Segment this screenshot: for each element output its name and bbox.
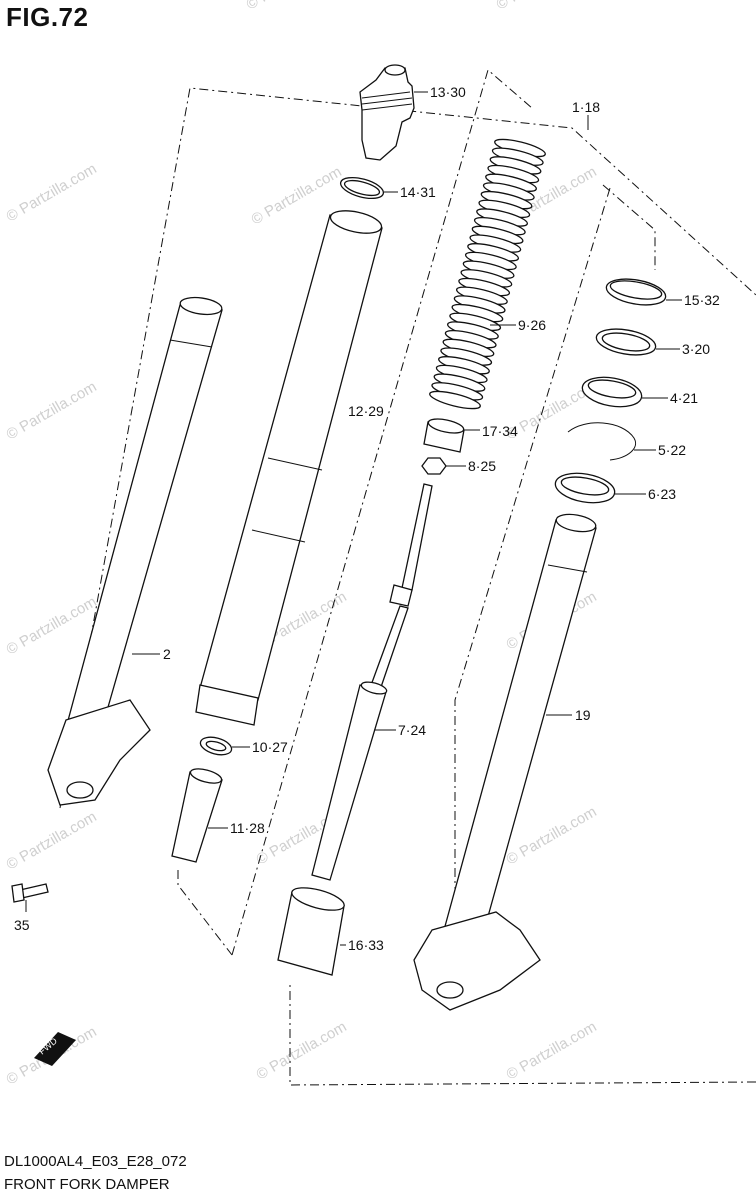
o-ring-part	[339, 176, 385, 200]
left-axle-hole	[66, 781, 94, 799]
bolt-shank	[19, 883, 49, 899]
damper-rod-collar	[389, 584, 413, 607]
washer-part	[199, 736, 233, 756]
inner-left-boundary	[231, 69, 533, 956]
callout-35: 35	[14, 917, 30, 933]
cap-bolt-thread-2	[361, 97, 413, 105]
right-inner-tube-top	[555, 513, 597, 533]
watermark-9: © Partzilla.com	[4, 808, 100, 873]
cap-bolt-thread-3	[361, 103, 413, 111]
right-seals	[554, 278, 667, 504]
seal-3-20-inner	[601, 332, 651, 352]
left-tube-band	[169, 339, 213, 348]
seal-6-23-inner	[560, 476, 610, 496]
spring-coil	[429, 390, 481, 410]
callout-5-22: 5·22	[658, 442, 686, 458]
left-fork-leg-part	[47, 296, 223, 806]
damper-rod-part	[311, 483, 433, 881]
diagram-code: DL1000AL4_E03_E28_072	[4, 1153, 187, 1170]
watermark-15: © Partzilla.com	[244, 0, 340, 13]
callout-10-27: 10·27	[252, 739, 288, 755]
damper-rod-shaft	[401, 483, 433, 591]
seal-4-21-inner	[587, 379, 637, 399]
piston-body	[171, 771, 223, 863]
spacer-part	[423, 418, 465, 453]
callout-6-23: 6·23	[648, 486, 676, 502]
callout-16-33: 16·33	[348, 937, 384, 953]
figure-title: FIG.72	[6, 2, 89, 32]
leader-lines	[25, 91, 682, 946]
callout-7-24: 7·24	[398, 722, 426, 738]
callout-2: 2	[163, 646, 171, 662]
left-axle-bracket	[47, 699, 151, 806]
bolt-head	[11, 883, 25, 903]
callout-13-30: 13·30	[430, 84, 466, 100]
right-axle-bracket	[413, 911, 541, 1011]
callout-1-18: 1·18	[572, 99, 600, 115]
inner-fork-boundary	[602, 184, 656, 270]
inner-lower-boundary	[177, 870, 233, 956]
outer-tube-top	[329, 210, 383, 234]
sleeve-part	[277, 887, 345, 976]
watermark-6: © Partzilla.com	[4, 593, 100, 658]
left-inner-tube	[65, 304, 223, 736]
damper-cylinder-top	[360, 681, 388, 695]
watermark-4: © Partzilla.com	[4, 378, 100, 443]
callout-12-29: 12·29	[348, 403, 384, 419]
callout-19: 19	[575, 707, 591, 723]
watermark-16: © Partzilla.com	[494, 0, 590, 13]
outer-tube-part	[195, 210, 383, 726]
callout-8-25: 8·25	[468, 458, 496, 474]
callout-4-21: 4·21	[670, 390, 698, 406]
piston-part	[171, 768, 223, 863]
right-inner-tube	[443, 519, 597, 939]
sleeve-top	[291, 887, 345, 911]
fwd-arrow-shape	[34, 1032, 76, 1066]
right-tube-boundary	[454, 187, 611, 1000]
outer-tube-band-2	[251, 529, 306, 543]
axle-bolt-part	[11, 883, 49, 903]
o-ring-inner	[343, 179, 381, 197]
cap-bolt-body	[359, 67, 415, 161]
callout-14-31: 14·31	[400, 184, 436, 200]
damper-cylinder	[311, 684, 387, 881]
left-inner-tube-top	[179, 296, 223, 316]
right-tube-band	[547, 564, 588, 573]
outer-tube-band-1	[267, 457, 323, 471]
cap-bolt-part	[359, 64, 415, 161]
callout-labels: 13·30 14·31 1·18 15·32 9·26 3·20 12·29 4…	[14, 84, 720, 953]
watermark-13: © Partzilla.com	[254, 1018, 350, 1083]
cap-bolt-thread-1	[361, 91, 411, 99]
piston-top	[189, 768, 223, 784]
nut-part	[421, 457, 447, 475]
clip-5-22	[567, 422, 636, 461]
watermark-14: © Partzilla.com	[504, 1018, 600, 1083]
outer-tube-collar	[195, 684, 259, 726]
callout-11-28: 11·28	[230, 820, 265, 836]
seal-15-32-inner	[609, 280, 663, 300]
nut-body	[421, 457, 447, 475]
assembly-boundaries	[59, 69, 756, 1086]
watermark-11: © Partzilla.com	[504, 803, 600, 868]
callout-15-32: 15·32	[684, 292, 720, 308]
watermark-1: © Partzilla.com	[4, 160, 100, 225]
outer-boundary-right	[289, 985, 756, 1086]
right-axle-hole	[436, 981, 464, 999]
diagram-name: FRONT FORK DAMPER	[4, 1176, 170, 1193]
spacer-top	[427, 418, 465, 434]
damper-rod-lower	[369, 605, 409, 691]
callout-3-20: 3·20	[682, 341, 710, 357]
right-fork-leg-part	[413, 513, 597, 1011]
outer-boundary	[59, 87, 756, 809]
callout-17-34: 17·34	[482, 423, 518, 439]
cap-bolt-top	[384, 64, 406, 76]
washer-inner	[205, 740, 227, 752]
callout-9-26: 9·26	[518, 317, 546, 333]
spring-part	[429, 138, 546, 410]
